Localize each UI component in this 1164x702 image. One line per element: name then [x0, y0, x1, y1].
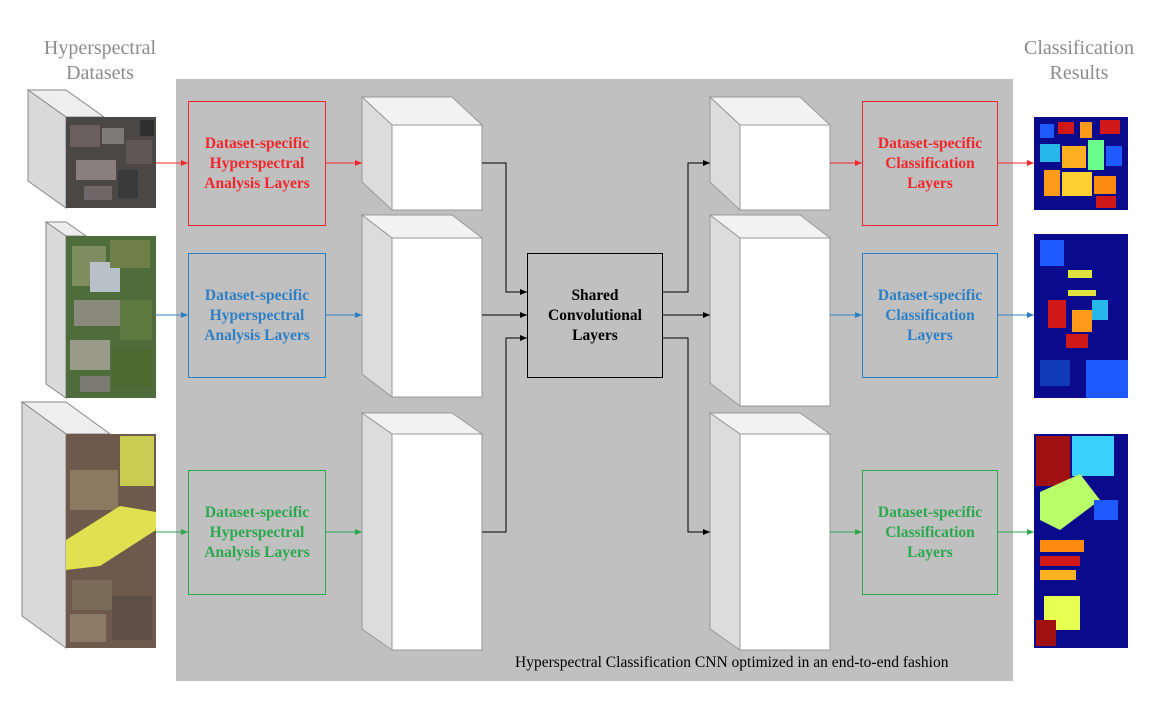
- analysis-layers-box-3: Dataset-specific Hyperspectral Analysis …: [188, 470, 326, 595]
- decoder-cube-2: [708, 213, 832, 408]
- right-header: Classification Results: [1024, 37, 1134, 84]
- encoder-cube-2: [360, 213, 484, 399]
- result-map-3: [1034, 434, 1128, 648]
- arrow-decoder-1: [663, 160, 710, 293]
- analysis-layers-box-2: Dataset-specific Hyperspectral Analysis …: [188, 253, 326, 378]
- input-cube-3: [20, 401, 156, 649]
- panel-caption: Hyperspectral Classification CNN optimiz…: [515, 654, 949, 671]
- result-map-2: [1034, 234, 1128, 398]
- classification-layers-box-2: Dataset-specific Classification Layers: [862, 253, 998, 378]
- arrow-encoder-3: [482, 335, 527, 533]
- encoder-cube-1: [360, 95, 484, 212]
- input-cube-1: [26, 89, 156, 209]
- arrow-encoder-1: [482, 162, 527, 295]
- network-panel: [176, 79, 1013, 681]
- classification-layers-box-3: Dataset-specific Classification Layers: [862, 470, 998, 595]
- classification-layers-box-1: Dataset-specific Classification Layers: [862, 101, 998, 226]
- left-header: Hyperspectral Datasets: [43, 37, 157, 84]
- decoder-cube-3: [708, 412, 832, 651]
- input-cube-2: [44, 221, 156, 399]
- analysis-layers-box-1: Dataset-specific Hyperspectral Analysis …: [188, 101, 326, 226]
- decoder-cube-1: [708, 95, 832, 212]
- encoder-cube-3: [360, 412, 484, 651]
- arrow-decoder-3: [663, 337, 710, 535]
- result-map-1: [1034, 117, 1128, 210]
- shared-convolutional-layers-box: Shared Convolutional Layers: [527, 253, 663, 378]
